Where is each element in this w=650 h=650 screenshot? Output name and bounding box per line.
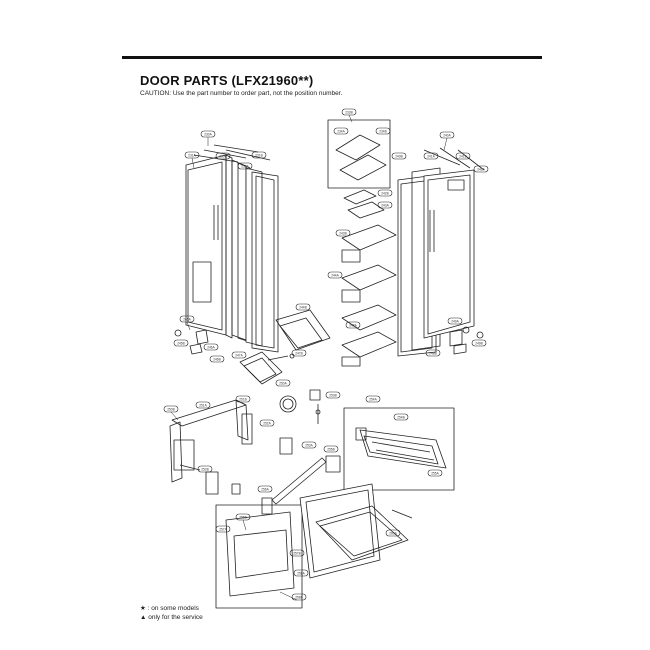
callout-number: 246A bbox=[207, 346, 215, 350]
callout-number: 242A bbox=[477, 168, 485, 172]
callout-number: 251B bbox=[239, 398, 246, 402]
callout-number: 249B bbox=[475, 342, 482, 346]
callout-number: 234A bbox=[337, 130, 345, 134]
callout-number: 253A bbox=[305, 444, 313, 448]
callout-number: 258B bbox=[295, 596, 302, 600]
ice-bin bbox=[239, 351, 295, 385]
callout-number: 254B bbox=[397, 416, 404, 420]
callout-number: 234B bbox=[379, 130, 386, 134]
water-valve bbox=[261, 389, 341, 515]
callout-number: 230B bbox=[219, 155, 226, 159]
callout-bubbles bbox=[163, 108, 489, 601]
callout-number: 256A bbox=[261, 488, 269, 492]
callout-number: 241A bbox=[427, 155, 435, 159]
callout-number: 241B bbox=[459, 155, 466, 159]
header-rule bbox=[122, 56, 542, 59]
callout-number: 253B bbox=[329, 394, 336, 398]
control-assembly bbox=[343, 407, 455, 491]
door-bins bbox=[275, 119, 397, 367]
callout-number: 260A bbox=[389, 532, 397, 536]
callout-number: 245A bbox=[183, 318, 191, 322]
callout-number: 255A bbox=[431, 472, 439, 476]
callout-number: 244B bbox=[299, 306, 306, 310]
left-door-assembly bbox=[185, 144, 279, 353]
callout-number: 248A bbox=[349, 324, 357, 328]
callout-number: 244A bbox=[331, 274, 339, 278]
callout-number: 250A bbox=[279, 382, 287, 386]
callout-number: 248B bbox=[429, 352, 436, 356]
callout-number: 254A bbox=[369, 398, 377, 402]
leader-lines bbox=[170, 114, 448, 601]
callout-number: 243B bbox=[339, 232, 346, 236]
callout-number: 233B bbox=[345, 111, 352, 115]
callout-number: 231B bbox=[255, 154, 262, 158]
callout-number: 247A bbox=[235, 354, 243, 358]
hinge-parts bbox=[174, 326, 484, 355]
callout-number: 257B bbox=[293, 552, 300, 556]
dispenser-frame bbox=[169, 399, 253, 495]
callout-number: 233A bbox=[241, 165, 249, 169]
callout-number: 240A bbox=[443, 134, 451, 138]
legend-line-1: ★ : on some models bbox=[140, 605, 199, 612]
callout-number: 246B bbox=[213, 358, 220, 362]
callout-number: 243A bbox=[381, 204, 389, 208]
callout-number: 258A bbox=[297, 572, 305, 576]
callout-number: 231A bbox=[188, 154, 196, 158]
callout-number: 252B bbox=[201, 468, 208, 472]
legend-line-2: ▲ only for the service bbox=[140, 614, 203, 621]
caution-note: CAUTION: Use the part number to order pa… bbox=[140, 90, 343, 97]
callout-number: 242B bbox=[381, 192, 388, 196]
callout-number: 255B bbox=[327, 448, 334, 452]
callout-number: 250B bbox=[167, 408, 174, 412]
callout-number: 249A bbox=[451, 320, 459, 324]
callout-number: 257A bbox=[219, 528, 227, 532]
right-door-assembly bbox=[397, 147, 485, 357]
callout-number: 240B bbox=[395, 155, 402, 159]
callout-number: 230A bbox=[204, 133, 212, 137]
callout-number: 247B bbox=[295, 352, 302, 356]
callout-number: 251A bbox=[199, 404, 207, 408]
legend: ★ : on some models ▲ only for the servic… bbox=[140, 604, 203, 622]
page-title: DOOR PARTS (LFX21960**) bbox=[140, 73, 314, 88]
freezer-drawer bbox=[215, 483, 413, 609]
callout-number: 252A bbox=[263, 422, 271, 426]
callout-number: 245B bbox=[177, 342, 184, 346]
callout-number: 256B bbox=[239, 516, 246, 520]
